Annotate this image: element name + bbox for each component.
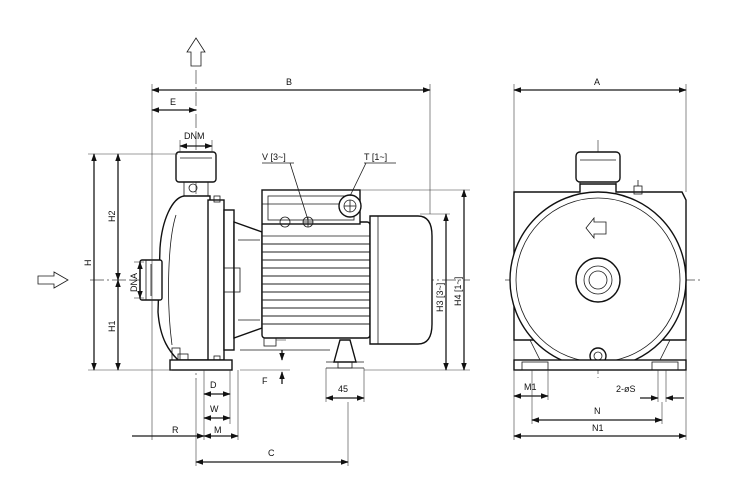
pump-base-front bbox=[513, 359, 687, 371]
callout-v-label: V [3~] bbox=[262, 152, 286, 162]
dim-foot-label: 45 bbox=[338, 384, 348, 394]
dim-h3-label: H3 [3~] bbox=[435, 283, 445, 312]
side-view: B E DNM V [3~] T [1~] H H2 H1 DNA bbox=[37, 37, 470, 466]
callout-t-label: T [1~] bbox=[364, 152, 387, 162]
dim-r-label: R bbox=[172, 425, 179, 435]
front-view: A M1 2-øS N N1 bbox=[505, 77, 700, 440]
dim-h4-label: H4 [1~] bbox=[453, 277, 463, 306]
dim-e-label: E bbox=[170, 97, 176, 107]
volute-casing bbox=[157, 195, 211, 361]
dim-b-label: B bbox=[286, 77, 292, 87]
outlet-port bbox=[175, 151, 217, 196]
dim-n1-label: N1 bbox=[592, 423, 604, 433]
terminal-screw-v-icon bbox=[279, 216, 291, 228]
rotation-arrow-icon bbox=[585, 216, 607, 240]
dim-m-label: M bbox=[214, 425, 222, 435]
discharge-flow-arrow-icon bbox=[186, 37, 206, 67]
capacitor bbox=[338, 194, 362, 218]
suction-flow-arrow-icon bbox=[37, 271, 69, 289]
dim-h-label: H bbox=[83, 260, 93, 267]
dim-dnm-label: DNM bbox=[184, 131, 205, 141]
fan-cover bbox=[369, 215, 433, 345]
dim-f-label: F bbox=[262, 376, 268, 386]
dim-d-label: D bbox=[210, 380, 217, 390]
suction-port bbox=[139, 259, 163, 301]
dim-w-label: W bbox=[210, 404, 219, 414]
dim-m1-label: M1 bbox=[524, 382, 537, 392]
dim-c-label: C bbox=[268, 448, 275, 458]
dim-h1-label: H1 bbox=[107, 320, 117, 332]
pump-base bbox=[169, 353, 233, 371]
suction-opening bbox=[575, 257, 621, 303]
dim-a-label: A bbox=[594, 77, 600, 87]
dim-h2-label: H2 bbox=[107, 210, 117, 222]
motor-body bbox=[261, 221, 371, 339]
dim-dna-label: DNA bbox=[129, 273, 139, 292]
motor-foot bbox=[326, 339, 364, 369]
dim-n-label: N bbox=[594, 406, 601, 416]
dim-s-label: 2-øS bbox=[616, 384, 636, 394]
